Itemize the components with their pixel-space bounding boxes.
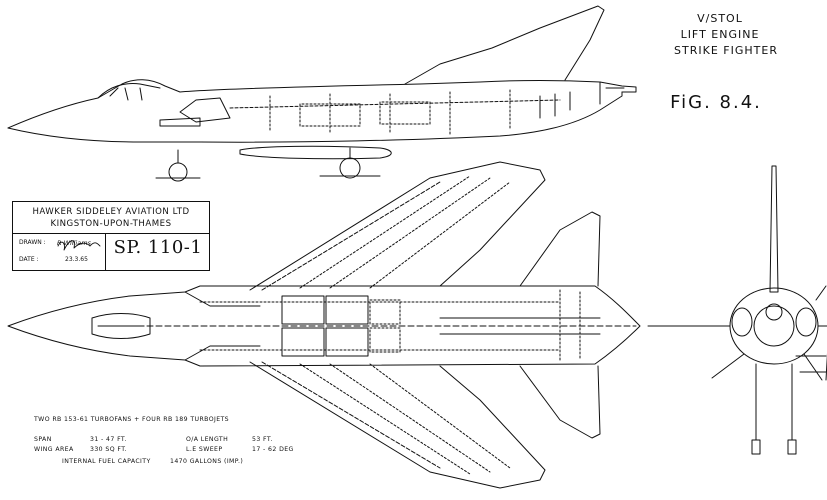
side-view [7,5,637,182]
company-name: HAWKER SIDDELEY AVIATION LTD [32,207,190,217]
sweep-label: L.E SWEEP [186,446,223,453]
date-label: DATE : [19,256,39,263]
title-block-body: DRAWN : R Williams DATE : 23.3.65 SP. 11… [13,234,209,270]
span-value: 31 - 47 FT. [90,436,127,443]
fuel-value: 1470 GALLONS (IMP.) [170,458,244,465]
plan-view [7,161,641,489]
wing-area-label: WING AREA [34,446,74,453]
length-value: 53 FT. [252,436,273,443]
drawing-heading: V/STOL LIFT ENGINE STRIKE FIGHTER [674,12,778,57]
heading-line-1: V/STOL [697,12,743,25]
heading-line-2: LIFT ENGINE [681,28,760,41]
sweep-value: 17 - 62 DEG [252,446,294,453]
length-label: O/A LENGTH [186,436,229,443]
span-label: SPAN [34,436,52,443]
drawn-date-cell: DRAWN : R Williams DATE : 23.3.65 [13,234,106,270]
title-block: HAWKER SIDDELEY AVIATION LTD KINGSTON-UP… [12,201,210,271]
title-block-header: HAWKER SIDDELEY AVIATION LTD KINGSTON-UP… [13,202,209,234]
heading-line-3: STRIKE FIGHTER [674,44,778,57]
wing-area-value: 330 SQ FT. [90,446,128,453]
figure-label: FiG. 8.4. [670,92,762,113]
signature-mark [57,240,101,251]
front-view [647,165,827,455]
drawing-number: SP. 110-1 [113,237,203,258]
company-location: KINGSTON-UPON-THAMES [50,219,172,229]
date-value: 23.3.65 [65,256,88,263]
drawn-label: DRAWN : [19,239,46,246]
fuel-label: INTERNAL FUEL CAPACITY [62,458,151,465]
drawn-signature: R Williams [57,239,91,247]
engines-note: TWO RB 153-61 TURBOFANS + FOUR RB 189 TU… [34,416,230,423]
